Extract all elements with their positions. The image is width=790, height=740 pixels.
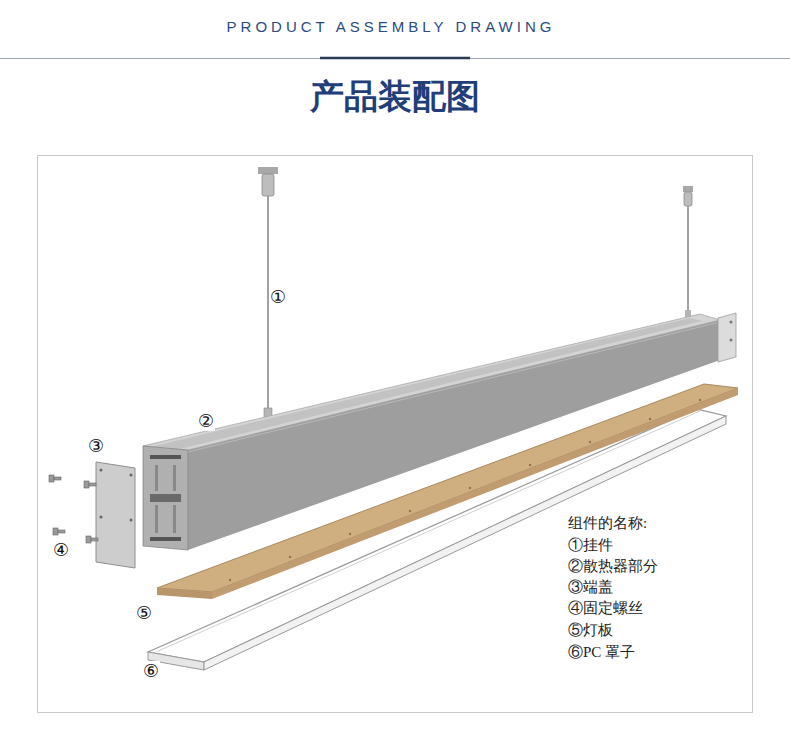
heat-sink-body-part xyxy=(155,465,158,491)
heat-sink-body-part xyxy=(155,505,158,533)
header-rule-part xyxy=(320,57,470,60)
light-board-part-part xyxy=(349,533,351,535)
suspension-cables-part xyxy=(262,174,274,196)
end-cap-part xyxy=(130,474,133,477)
end-cap-part xyxy=(96,462,135,568)
fixing-screws-part-part xyxy=(49,475,54,482)
english-heading: PRODUCT ASSEMBLY DRAWING xyxy=(0,18,786,35)
heat-sink-body-part xyxy=(150,494,181,502)
light-board-part-part xyxy=(229,579,231,581)
fixing-screws xyxy=(49,475,98,543)
end-cap-part xyxy=(100,469,103,472)
fixing-screws-part-part xyxy=(91,538,98,541)
fixing-screws-part-part xyxy=(84,481,89,488)
fixing-screws-part-part xyxy=(89,483,96,486)
legend-heading: 组件的名称: xyxy=(568,514,647,532)
suspension-cables-part xyxy=(687,206,689,314)
drawing-frame-part xyxy=(38,156,753,713)
callout-number: ⑥ xyxy=(142,661,160,681)
fixing-screws-part-part xyxy=(86,536,91,543)
heat-sink-body-part xyxy=(150,455,181,459)
light-board-part-part xyxy=(589,441,591,443)
fixing-screws-part-part xyxy=(53,528,58,535)
end-cap-part xyxy=(130,519,133,522)
light-board-part xyxy=(157,588,212,599)
light-board-part-part xyxy=(409,510,411,512)
header-rule-part xyxy=(0,58,790,59)
part-name: ⑤灯板 xyxy=(568,621,613,639)
drawing-frame xyxy=(38,156,753,713)
heat-sink-body-part xyxy=(718,313,736,362)
callout-number: ④ xyxy=(52,540,70,560)
callout-number: ⑤ xyxy=(135,603,153,623)
callout-number: ① xyxy=(269,287,287,307)
part-name: ④固定螺丝 xyxy=(568,599,643,617)
heat-sink-body-part xyxy=(188,320,720,550)
header-rule xyxy=(0,58,790,60)
part-name: ⑥PC 罩子 xyxy=(568,643,635,661)
part-name: ③端盖 xyxy=(568,578,613,596)
part-name: ②散热器部分 xyxy=(568,557,658,575)
heat-sink-body-part xyxy=(143,446,188,550)
heat-sink-body-part xyxy=(730,321,733,324)
end-cap xyxy=(96,462,135,568)
light-board-part-part xyxy=(649,418,651,420)
fixing-screws-part xyxy=(49,475,98,543)
light-board-part-part xyxy=(289,556,291,558)
suspension-cables-part xyxy=(684,192,692,206)
part-name: ①挂件 xyxy=(568,536,613,554)
heat-sink-body xyxy=(143,313,736,550)
page-title: 产品装配图 xyxy=(0,74,790,120)
callout-number: ③ xyxy=(87,436,105,456)
heat-sink-body-part xyxy=(150,537,181,541)
heat-sink-body-part xyxy=(173,505,176,533)
light-board-part-part xyxy=(469,487,471,489)
fixing-screws-part-part xyxy=(54,477,61,480)
end-cap-part xyxy=(100,516,103,519)
callout-number: ② xyxy=(197,411,215,431)
suspension-cables-part xyxy=(683,186,693,192)
suspension-cables-part xyxy=(258,167,278,174)
light-board-part-part xyxy=(699,399,701,401)
fixing-screws-part-part xyxy=(58,530,65,533)
heat-sink-body-part xyxy=(188,322,720,452)
light-board-part-part xyxy=(529,464,531,466)
heat-sink-body-part xyxy=(730,339,733,342)
heat-sink-body-part xyxy=(173,465,176,491)
